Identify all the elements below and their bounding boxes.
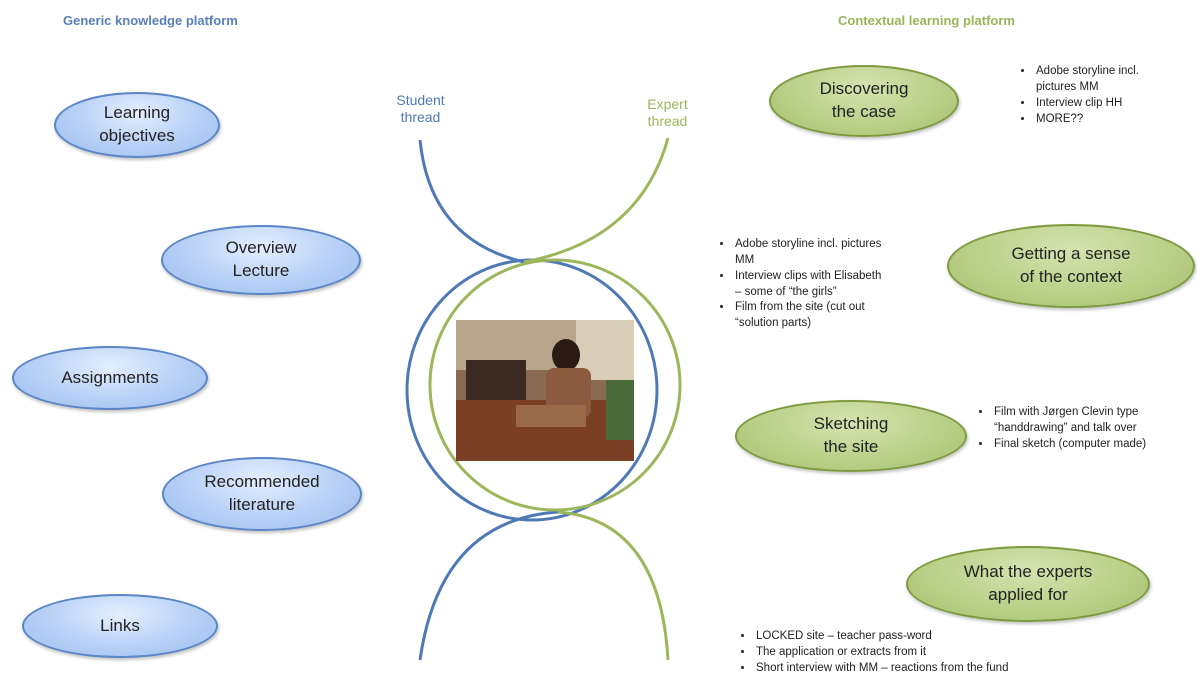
what-the-experts-applied-oval: What the experts applied for (906, 546, 1150, 622)
list-item: The application or extracts from it (754, 645, 1154, 661)
getting-a-sense-label: Getting a sense of the context (1011, 244, 1131, 286)
getting-a-sense-oval: Getting a sense of the context (947, 224, 1195, 308)
list-item: Short interview with MM – reactions from… (754, 661, 1154, 677)
expert-thread-circle (428, 258, 682, 512)
list-item: Adobe storyline incl. pictures MM (733, 237, 963, 269)
discovering-bullets: Adobe storyline incl. pictures MM Interv… (1014, 64, 1197, 127)
recommended-literature-oval: Recommended literature (162, 457, 362, 531)
list-item: Film from the site (cut out “solution pa… (733, 300, 963, 332)
what-the-experts-applied-label: What the experts applied for (963, 562, 1093, 604)
links-label: Links (100, 615, 140, 635)
expert-thread-label: Expert thread (647, 96, 688, 129)
contextual-platform-header: Contextual learning platform (838, 13, 1015, 28)
list-item: LOCKED site – teacher pass-word (754, 629, 1154, 645)
generic-platform-header: Generic knowledge platform (63, 13, 238, 28)
expert-thread-lower-curve (557, 510, 670, 661)
learning-objectives-oval: Learning objectives (54, 92, 220, 158)
list-item: Interview clip HH (1034, 96, 1197, 112)
overview-lecture-label: Overview Lecture (225, 238, 297, 280)
experts-bullets: LOCKED site – teacher pass-word The appl… (734, 629, 1154, 677)
list-item: Film with Jørgen Clevin type “handdrawin… (992, 405, 1197, 437)
student-thread-lower-curve (418, 510, 559, 661)
recommended-literature-label: Recommended literature (204, 472, 320, 514)
list-item: Interview clips with Elisabeth – some of… (733, 269, 963, 301)
discovering-the-case-label: Discovering the case (819, 79, 909, 121)
assignments-oval: Assignments (12, 346, 208, 410)
context-bullets: Adobe storyline incl. pictures MM Interv… (713, 237, 963, 332)
sketching-the-site-oval: Sketching the site (735, 400, 967, 472)
expert-thread-curve (523, 137, 670, 264)
discovering-the-case-oval: Discovering the case (769, 65, 959, 137)
links-oval: Links (22, 594, 218, 658)
sewing-student-photo (456, 320, 634, 461)
assignments-label: Assignments (61, 367, 159, 387)
list-item: Final sketch (computer made) (992, 437, 1197, 453)
list-item: MORE?? (1034, 112, 1197, 128)
sketching-bullets: Film with Jørgen Clevin type “handdrawin… (972, 405, 1197, 453)
list-item: Adobe storyline incl. pictures MM (1034, 64, 1197, 96)
student-thread-curve (418, 139, 525, 264)
overview-lecture-oval: Overview Lecture (161, 225, 361, 295)
learning-objectives-label: Learning objectives (99, 103, 175, 145)
student-thread-label: Student thread (396, 92, 445, 125)
sketching-the-site-label: Sketching the site (813, 414, 889, 456)
